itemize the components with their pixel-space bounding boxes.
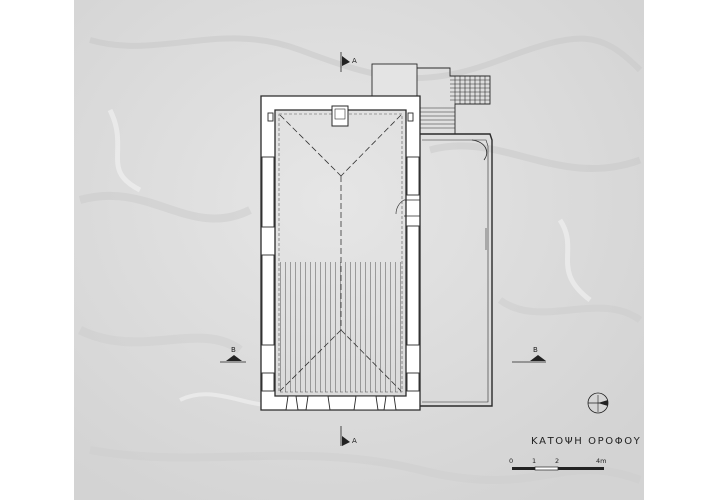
exterior-stair — [371, 63, 491, 135]
scale-label-4m: 4m — [596, 457, 606, 465]
section-mark-a-top: A — [340, 52, 357, 72]
section-mark-b-left: B — [220, 346, 246, 363]
section-label-a-top: A — [352, 57, 357, 65]
side-annex — [418, 133, 493, 407]
main-building — [260, 95, 421, 411]
section-label-b-right: B — [533, 346, 538, 354]
section-mark-b-right: B — [512, 346, 546, 363]
paper-background — [74, 0, 644, 500]
section-label-a-bottom: A — [352, 437, 357, 445]
section-mark-a-bottom: A — [340, 426, 357, 446]
scale-label-1: 1 — [532, 457, 536, 465]
scale-label-2: 2 — [555, 457, 559, 465]
section-label-b-left: B — [231, 346, 236, 354]
scale-label-0: 0 — [509, 457, 513, 465]
scale-bar: 0 1 2 4m — [509, 457, 606, 471]
windows — [261, 112, 420, 411]
north-arrow — [587, 392, 609, 414]
plan-title: ΚΑΤΟΨΗ ΟΡΟΦΟΥ — [531, 436, 642, 447]
